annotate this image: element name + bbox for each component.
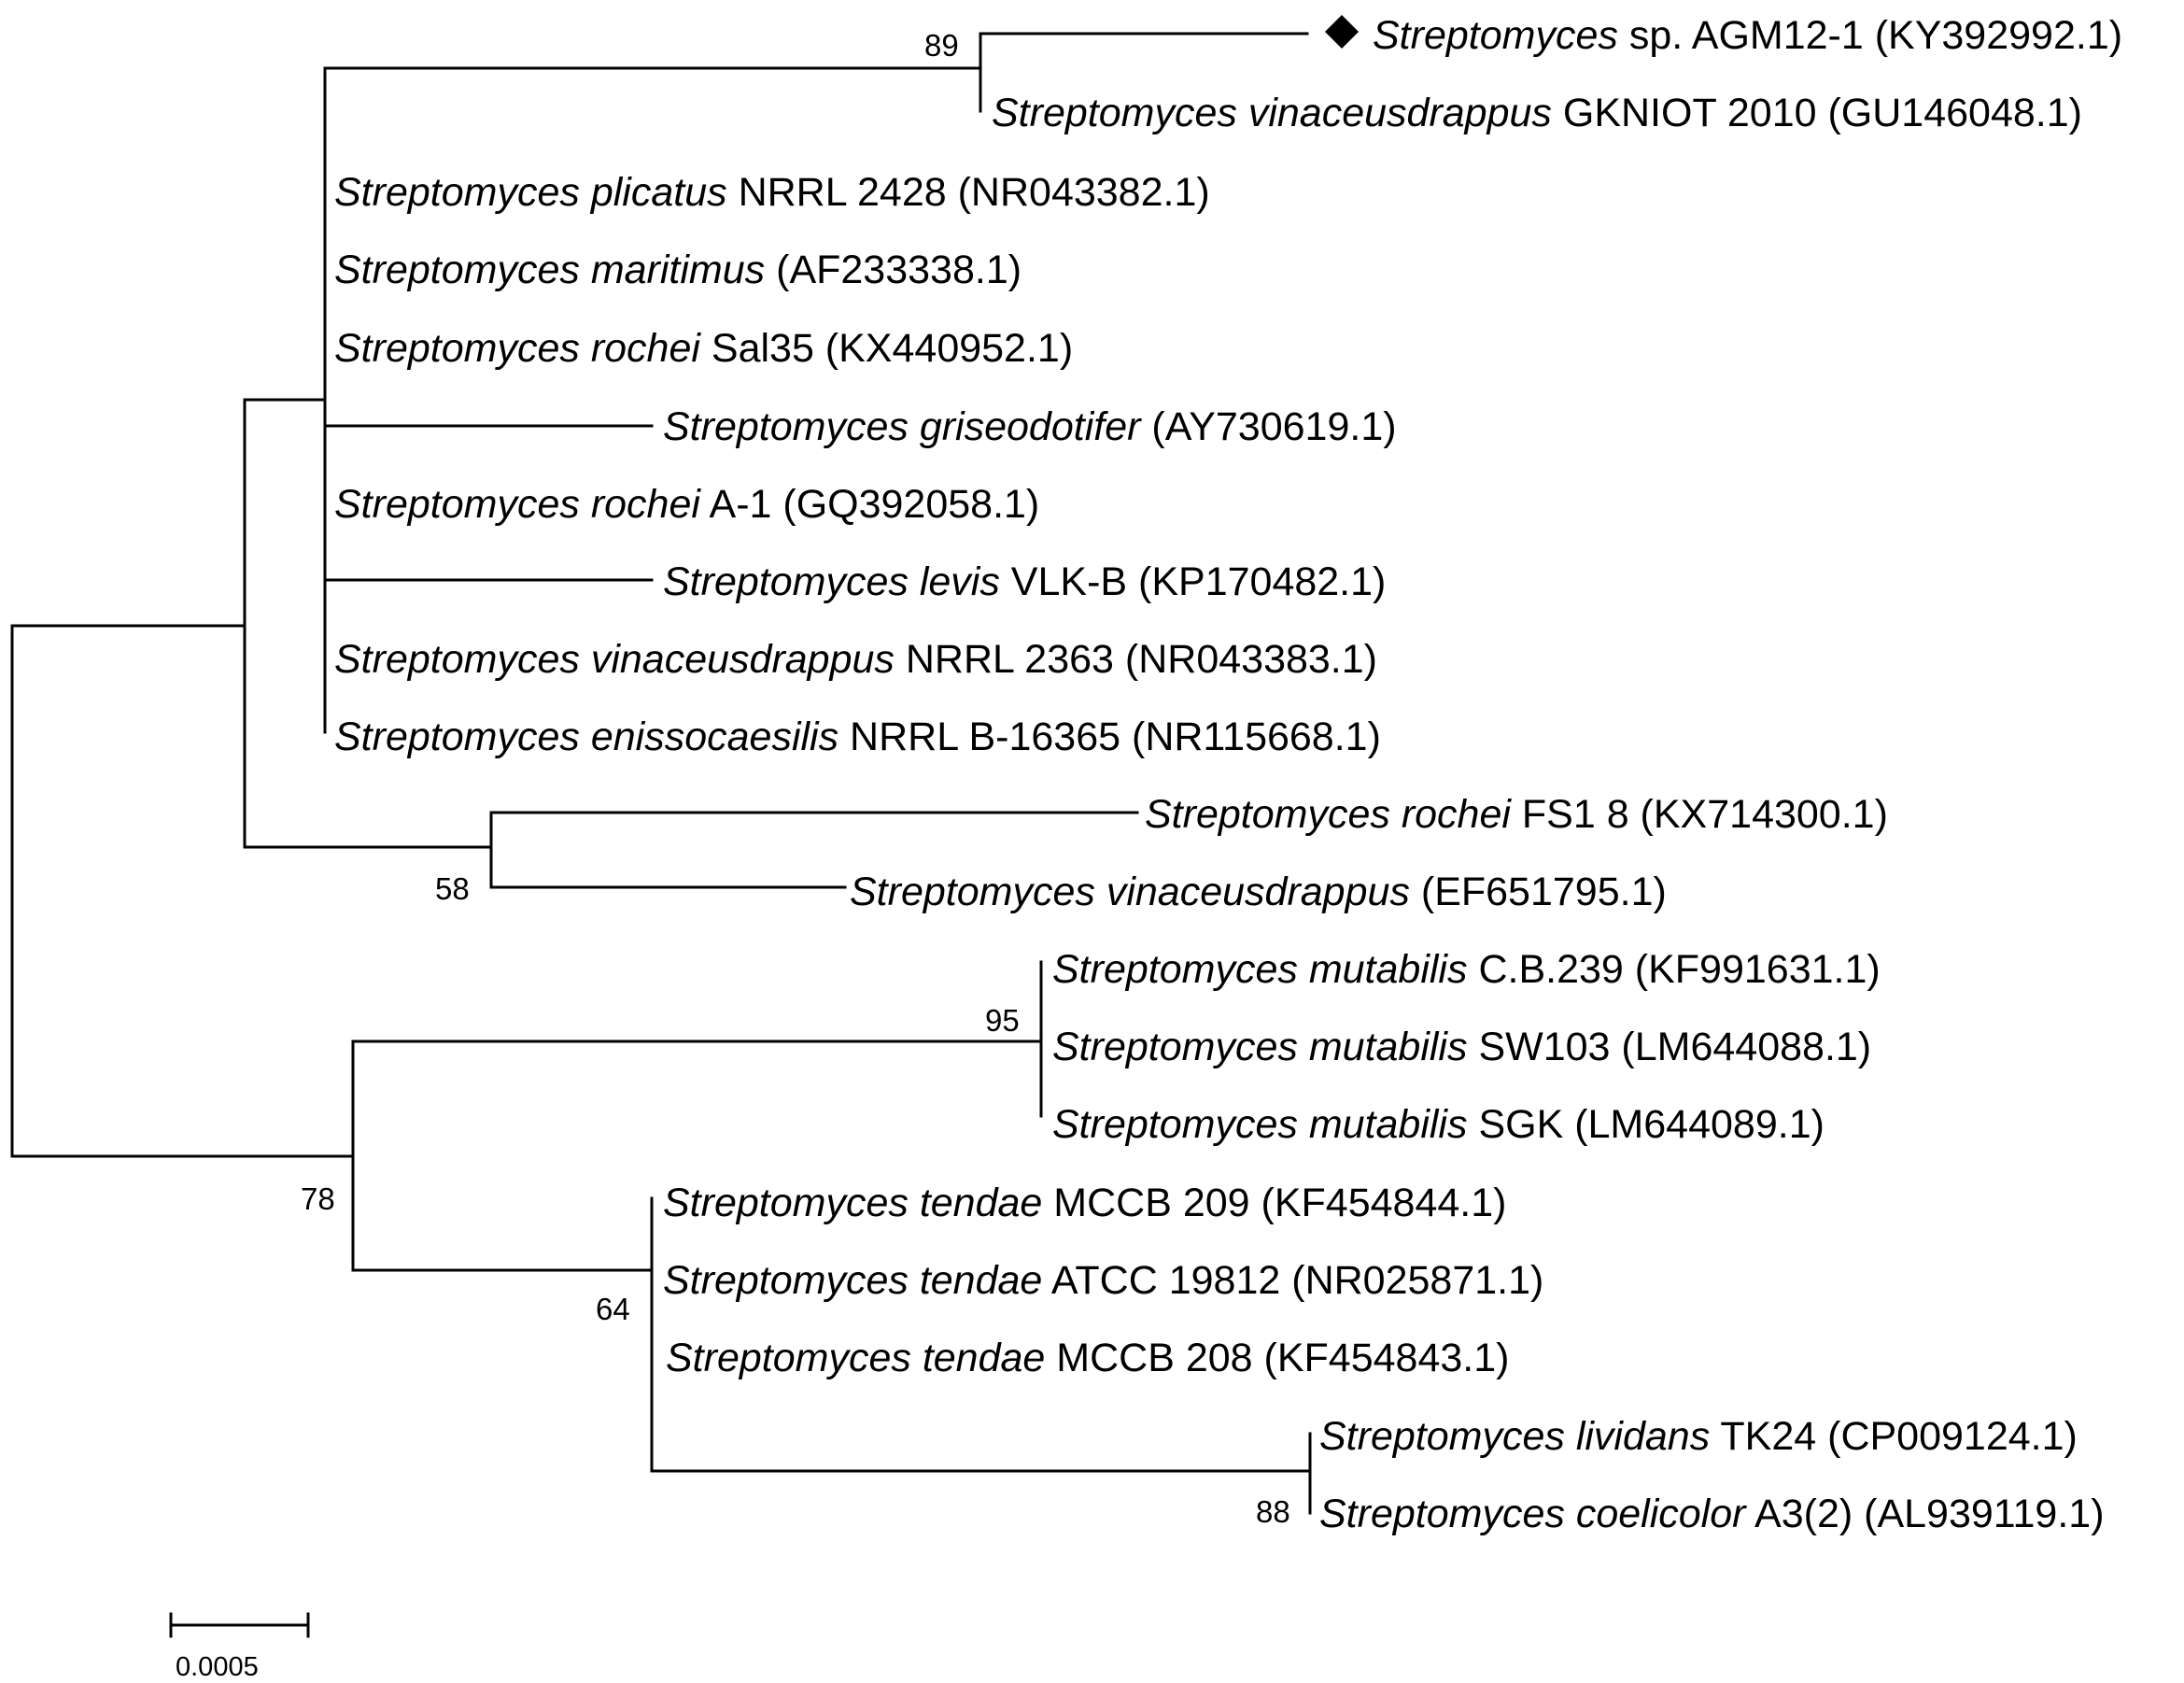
leaf-label: Streptomyces vinaceusdrappus GKNIOT 2010… xyxy=(992,91,2082,135)
leaf-species: Streptomyces rochei xyxy=(334,326,701,371)
leaf-species: Streptomyces tendae xyxy=(666,1336,1045,1380)
leaf-species: Streptomyces plicatus xyxy=(334,170,727,215)
leaf-species: Streptomyces griseodotifer xyxy=(663,404,1142,449)
leaf-label: Streptomyces vinaceusdrappus (EF651795.1… xyxy=(850,870,1667,914)
leaf-strain: A3(2) (AL939119.1) xyxy=(1745,1492,2104,1536)
leaf-label: Streptomyces tendae MCCB 209 (KF454844.1… xyxy=(663,1181,1506,1225)
leaf-label: Streptomyces sp. AGM12-1 (KY392992.1) xyxy=(1373,13,2122,58)
leaf-label: Streptomyces maritimus (AF233338.1) xyxy=(334,248,1022,292)
leaf-strain: C.B.239 (KF991631.1) xyxy=(1468,947,1881,992)
leaf-strain: SW103 (LM644088.1) xyxy=(1468,1025,1872,1069)
leaf-species: Streptomyces rochei xyxy=(334,482,701,527)
leaf-species: Streptomyces levis xyxy=(663,559,1000,604)
leaf-label: Streptomyces rochei FS1 8 (KX714300.1) xyxy=(1145,792,1888,837)
leaf-species: Streptomyces tendae xyxy=(663,1181,1042,1225)
scale-bar-label: 0.0005 xyxy=(176,1652,259,1682)
leaf-strain: NRRL B-16365 (NR115668.1) xyxy=(838,714,1381,759)
leaf-species: Streptomyces xyxy=(1373,13,1618,58)
leaf-strain: (AY730619.1) xyxy=(1140,404,1396,449)
leaf-label: Streptomyces levis VLK-B (KP170482.1) xyxy=(663,559,1386,604)
leaf-label: Streptomyces plicatus NRRL 2428 (NR04338… xyxy=(334,170,1210,215)
leaf-strain: ATCC 19812 (NR025871.1) xyxy=(1042,1258,1543,1303)
leaf-label: Streptomyces tendae MCCB 208 (KF454843.1… xyxy=(666,1336,1509,1380)
leaf-species: Streptomyces mutabilis xyxy=(1052,1025,1468,1069)
bootstrap-value: 89 xyxy=(924,28,959,63)
leaf-strain: NRRL 2363 (NR043383.1) xyxy=(895,637,1377,682)
leaf-strain: NRRL 2428 (NR043382.1) xyxy=(727,170,1210,215)
bootstrap-value: 78 xyxy=(301,1181,335,1216)
leaf-label: Streptomyces enissocaesilis NRRL B-16365… xyxy=(334,714,1381,759)
leaf-species: Streptomyces vinaceusdrappus xyxy=(334,637,895,682)
leaf-species: Streptomyces tendae xyxy=(663,1258,1042,1303)
diamond-marker-icon xyxy=(1325,15,1359,49)
leaf-label: Streptomyces mutabilis SW103 (LM644088.1… xyxy=(1052,1025,1871,1069)
leaf-strain: MCCB 209 (KF454844.1) xyxy=(1042,1181,1506,1225)
leaf-label: Streptomyces coelicolor A3(2) (AL939119.… xyxy=(1319,1492,2105,1536)
leaf-species: Streptomyces lividans xyxy=(1319,1414,1710,1459)
leaf-strain: Sal35 (KX440952.1) xyxy=(700,326,1073,371)
leaf-strain: (AF233338.1) xyxy=(765,248,1022,292)
leaf-species: Streptomyces mutabilis xyxy=(1052,947,1468,992)
leaf-label: Streptomyces vinaceusdrappus NRRL 2363 (… xyxy=(334,637,1377,682)
leaf-label: Streptomyces rochei A-1 (GQ392058.1) xyxy=(334,482,1039,527)
leaf-strain: GKNIOT 2010 (GU146048.1) xyxy=(1552,91,2082,135)
leaf-strain: SGK (LM644089.1) xyxy=(1468,1102,1825,1147)
leaf-label: Streptomyces rochei Sal35 (KX440952.1) xyxy=(334,326,1073,371)
leaf-label: Streptomyces mutabilis SGK (LM644089.1) xyxy=(1052,1102,1825,1147)
leaf-strain: sp. AGM12-1 (KY392992.1) xyxy=(1618,13,2122,58)
bootstrap-value: 88 xyxy=(1256,1494,1290,1529)
leaf-strain: A-1 (GQ392058.1) xyxy=(700,482,1039,527)
leaf-species: Streptomyces coelicolor xyxy=(1319,1492,1747,1536)
leaf-strain: FS1 8 (KX714300.1) xyxy=(1511,792,1888,837)
leaf-species: Streptomyces maritimus xyxy=(334,248,765,292)
leaf-label: Streptomyces tendae ATCC 19812 (NR025871… xyxy=(663,1258,1543,1303)
leaf-label: Streptomyces griseodotifer (AY730619.1) xyxy=(663,404,1397,449)
tree-branches xyxy=(10,32,1312,1515)
leaf-label: Streptomyces lividans TK24 (CP009124.1) xyxy=(1319,1414,2078,1459)
leaf-species: Streptomyces vinaceusdrappus xyxy=(850,870,1410,914)
bootstrap-value: 58 xyxy=(435,871,470,906)
leaf-species: Streptomyces mutabilis xyxy=(1052,1102,1468,1147)
bootstrap-value: 95 xyxy=(985,1003,1020,1038)
scale-bar: 0.0005 xyxy=(169,1612,310,1682)
leaf-strain: MCCB 208 (KF454843.1) xyxy=(1045,1336,1509,1380)
leaf-strain: VLK-B (KP170482.1) xyxy=(1000,559,1387,604)
bootstrap-value: 64 xyxy=(596,1292,630,1326)
leaf-species: Streptomyces vinaceusdrappus xyxy=(992,91,1552,135)
leaf-label: Streptomyces mutabilis C.B.239 (KF991631… xyxy=(1052,947,1881,992)
leaf-labels: Streptomyces sp. AGM12-1 (KY392992.1) St… xyxy=(334,13,2122,1536)
leaf-species: Streptomyces rochei xyxy=(1145,792,1512,837)
bootstrap-values: 89 58 95 78 64 88 xyxy=(301,28,1290,1529)
leaf-strain: (EF651795.1) xyxy=(1410,870,1667,914)
leaf-strain: TK24 (CP009124.1) xyxy=(1710,1414,2078,1459)
leaf-species: Streptomyces enissocaesilis xyxy=(334,714,838,759)
